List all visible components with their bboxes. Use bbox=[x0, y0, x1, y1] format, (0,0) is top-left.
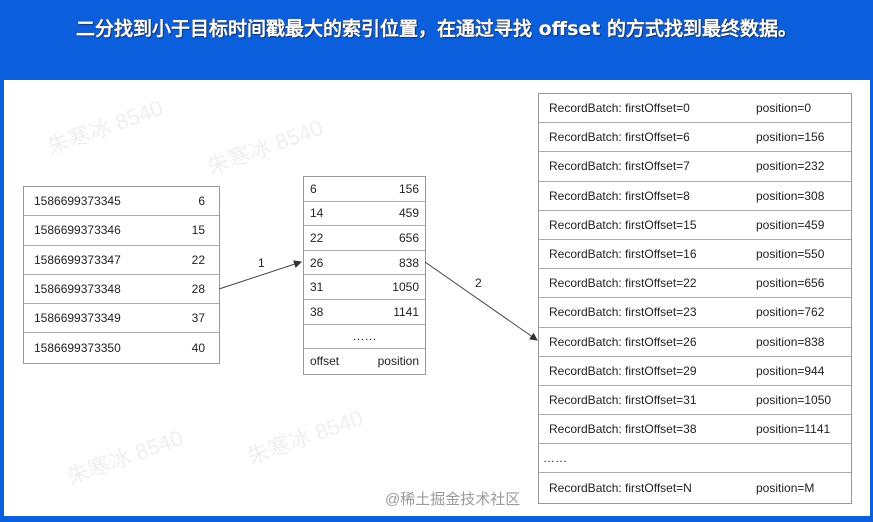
table-row: 31 1050 bbox=[304, 275, 425, 300]
credit-watermark: @稀土掘金技术社区 bbox=[385, 491, 521, 508]
cell-value: 40 bbox=[191, 341, 205, 356]
cell-value: position=838 bbox=[756, 334, 825, 349]
cell-key: RecordBatch: firstOffset=16 bbox=[549, 247, 697, 262]
table-row: RecordBatch: firstOffset=23 position=762 bbox=[539, 298, 851, 328]
cell-value: position=944 bbox=[756, 363, 825, 378]
cell-key: 1586699373348 bbox=[34, 282, 121, 297]
cell-value: position=656 bbox=[756, 276, 825, 291]
cell-value: 656 bbox=[398, 230, 419, 245]
table-row: 26 838 bbox=[304, 251, 425, 276]
table-row: RecordBatch: firstOffset=22 position=656 bbox=[539, 269, 851, 299]
arrow-1-label: 1 bbox=[258, 256, 265, 270]
arrow-2 bbox=[424, 261, 538, 341]
cell-key: 26 bbox=[310, 255, 324, 270]
table-row: …… bbox=[304, 325, 425, 350]
cell-key: RecordBatch: firstOffset=31 bbox=[549, 392, 697, 407]
cell-value: 22 bbox=[191, 252, 205, 267]
slide-title: 二分找到小于目标时间戳最大的索引位置，在通过寻找 offset 的方式找到最终数… bbox=[76, 18, 797, 40]
table-row: …… bbox=[539, 444, 851, 474]
cell-key: 31 bbox=[310, 280, 324, 295]
arrow-1 bbox=[218, 260, 302, 290]
cell-value: 37 bbox=[191, 311, 205, 326]
cell-key: …… bbox=[543, 451, 567, 466]
table-row: 6 156 bbox=[304, 177, 425, 202]
cell-key: offset bbox=[310, 354, 340, 369]
cell-key: 6 bbox=[310, 181, 317, 196]
table-row: 1586699373348 28 bbox=[24, 275, 219, 305]
cell-key: RecordBatch: firstOffset=0 bbox=[549, 101, 690, 116]
cell-key: RecordBatch: firstOffset=7 bbox=[549, 159, 690, 174]
cell-value: position=550 bbox=[756, 247, 825, 262]
cell-value: position=0 bbox=[756, 101, 812, 116]
cell-value: position=459 bbox=[756, 217, 825, 232]
table-row: RecordBatch: firstOffset=31 position=1050 bbox=[539, 386, 851, 416]
cell-value: 1050 bbox=[392, 280, 419, 295]
table-row: 38 1141 bbox=[304, 300, 425, 325]
cell-value: 838 bbox=[398, 255, 419, 270]
table-row: RecordBatch: firstOffset=8 position=308 bbox=[539, 182, 851, 211]
cell-value: position=1050 bbox=[756, 392, 832, 407]
cell-value: position=M bbox=[756, 481, 815, 496]
table-row: RecordBatch: firstOffset=6 position=156 bbox=[539, 123, 851, 153]
cell-key: 1586699373345 bbox=[34, 194, 121, 209]
cell-value: 6 bbox=[198, 194, 205, 209]
cell-key: 1586699373346 bbox=[34, 223, 121, 238]
table-row: RecordBatch: firstOffset=16 position=550 bbox=[539, 240, 851, 270]
table-row: RecordBatch: firstOffset=N position=M bbox=[539, 473, 851, 502]
cell-key: RecordBatch: firstOffset=26 bbox=[549, 334, 697, 349]
cell-key: 1586699373349 bbox=[34, 311, 121, 326]
cell-key: RecordBatch: firstOffset=6 bbox=[549, 130, 690, 145]
cell-value: 28 bbox=[191, 282, 205, 297]
cell-key: 38 bbox=[310, 304, 324, 319]
table-row: RecordBatch: firstOffset=29 position=944 bbox=[539, 357, 851, 386]
cell-key: RecordBatch: firstOffset=22 bbox=[549, 276, 697, 291]
cell-key: 1586699373347 bbox=[34, 252, 121, 267]
cell-value: position=308 bbox=[756, 188, 825, 203]
table-row: 1586699373346 15 bbox=[24, 216, 219, 246]
cell-key: RecordBatch: firstOffset=8 bbox=[549, 188, 690, 203]
cell-key: 1586699373350 bbox=[34, 341, 121, 356]
table-row: RecordBatch: firstOffset=0 position=0 bbox=[539, 94, 851, 124]
cell-value: 156 bbox=[398, 181, 419, 196]
cell-key: RecordBatch: firstOffset=29 bbox=[549, 363, 697, 378]
table-row: RecordBatch: firstOffset=7 position=232 bbox=[539, 152, 851, 182]
cell-value: position=156 bbox=[756, 130, 825, 145]
arrow-2-label: 2 bbox=[475, 276, 482, 290]
table-row: 1586699373345 6 bbox=[24, 187, 219, 217]
cell-key: RecordBatch: firstOffset=23 bbox=[549, 305, 697, 320]
cell-key: RecordBatch: firstOffset=38 bbox=[549, 422, 697, 437]
cell-key: RecordBatch: firstOffset=15 bbox=[549, 217, 697, 232]
table-row: offset position bbox=[304, 349, 425, 374]
cell-value: position bbox=[377, 354, 419, 369]
cell-key: 14 bbox=[310, 206, 324, 221]
cell-key: RecordBatch: firstOffset=N bbox=[549, 481, 692, 496]
table-row: RecordBatch: firstOffset=26 position=838 bbox=[539, 328, 851, 357]
table-row: 1586699373349 37 bbox=[24, 304, 219, 334]
cell-key: 22 bbox=[310, 230, 324, 245]
table-row: 14 459 bbox=[304, 202, 425, 227]
cell-value: 459 bbox=[398, 206, 419, 221]
offset-index-table: 6 156 14 459 22 656 26 838 31 1050 38 1141 …… offset p… bbox=[303, 176, 426, 375]
cell-value: 1141 bbox=[393, 304, 419, 319]
cell-value: position=232 bbox=[756, 159, 825, 174]
cell-value: 15 bbox=[191, 223, 205, 238]
cell-value: position=1141 bbox=[756, 422, 831, 437]
cell-key: …… bbox=[352, 329, 377, 344]
table-row: RecordBatch: firstOffset=15 position=459 bbox=[539, 211, 851, 240]
table-row: 1586699373350 40 bbox=[24, 333, 219, 362]
cell-value: position=762 bbox=[756, 305, 825, 320]
table-row: 22 656 bbox=[304, 226, 425, 251]
table-row: RecordBatch: firstOffset=38 position=1141 bbox=[539, 415, 851, 445]
table-row: 1586699373347 22 bbox=[24, 246, 219, 275]
